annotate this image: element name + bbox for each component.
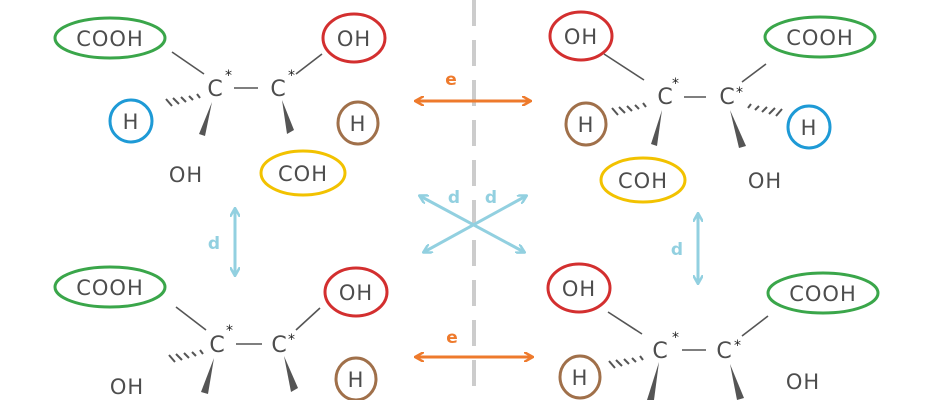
- h-label: H: [348, 368, 365, 392]
- diastereomer-label: d: [671, 240, 683, 260]
- h-ring-brown: [564, 101, 608, 147]
- molecule-top-right: OH COOH C * C * H H COH OH: [548, 10, 877, 204]
- oh-label: OH: [339, 281, 373, 305]
- diastereomer-arrow-left: d: [208, 209, 235, 275]
- coh-ring: [599, 156, 687, 204]
- carbon-label: C: [271, 333, 286, 358]
- cooh-ring: [763, 15, 877, 59]
- carbon-label: C: [719, 85, 734, 110]
- stereo-mark: *: [288, 68, 295, 84]
- oh-plain-label: OH: [786, 370, 820, 394]
- oh-plain-label: OH: [748, 169, 782, 193]
- oh-label: OH: [337, 27, 371, 51]
- oh-ring: [321, 12, 387, 64]
- cooh-label: COOH: [76, 276, 144, 300]
- cooh-label: COOH: [789, 282, 857, 306]
- h-ring-brown: [334, 356, 378, 400]
- oh-ring: [546, 262, 612, 314]
- carbon-label: C: [657, 85, 672, 110]
- cooh-label: COOH: [76, 27, 144, 51]
- oh-plain-label: OH: [110, 375, 144, 399]
- h-label: H: [578, 113, 595, 137]
- enantiomer-arrow-top: e: [416, 70, 530, 101]
- stereo-mark: *: [672, 76, 679, 92]
- molecule-bottom-left: COOH OH C * C * OH H: [53, 265, 389, 400]
- oh-label: OH: [564, 25, 598, 49]
- oh-plain-label: OH: [169, 163, 203, 187]
- molecule-bottom-right: OH COOH C * C * H OH: [546, 262, 880, 400]
- diastereomer-label: d: [485, 188, 497, 208]
- coh-ring: [259, 149, 347, 197]
- cooh-ring: [766, 271, 880, 315]
- molecule-top-left: COOH OH C * C * H H OH COH: [53, 12, 387, 197]
- cooh-ring: [53, 16, 167, 60]
- diastereomer-label: d: [448, 188, 460, 208]
- oh-label: OH: [562, 277, 596, 301]
- carbon-label: C: [270, 77, 285, 102]
- enantiomer-arrow-bottom: e: [416, 328, 532, 357]
- h-label: H: [572, 366, 589, 390]
- carbon-label: C: [209, 333, 224, 358]
- oh-ring: [323, 266, 389, 318]
- h-label: H: [350, 112, 367, 136]
- coh-label: COH: [618, 169, 668, 193]
- stereo-mark: *: [736, 85, 743, 101]
- stereo-mark: *: [672, 330, 679, 346]
- diastereomer-label: d: [208, 234, 220, 254]
- h-label: H: [123, 110, 140, 134]
- carbon-label: C: [207, 77, 222, 102]
- carbon-label: C: [652, 339, 667, 364]
- h-ring-blue: [786, 104, 832, 150]
- enantiomer-label: e: [445, 70, 457, 90]
- cooh-ring: [53, 265, 167, 309]
- h-label: H: [801, 116, 818, 140]
- stereo-mark: *: [288, 332, 295, 348]
- coh-label: COH: [278, 162, 328, 186]
- stereo-mark: *: [734, 338, 741, 354]
- carbon-label: C: [716, 339, 731, 364]
- diastereomer-cross-arrows: d d: [420, 188, 526, 252]
- h-ring-brown: [336, 100, 380, 146]
- diastereomer-arrow-right: d: [671, 214, 698, 283]
- oh-ring: [548, 10, 614, 62]
- stereo-mark: *: [226, 323, 233, 339]
- cooh-label: COOH: [786, 26, 854, 50]
- enantiomer-label: e: [446, 328, 458, 348]
- h-ring-brown: [558, 354, 602, 400]
- h-ring-blue: [108, 98, 154, 144]
- stereo-mark: *: [225, 68, 232, 84]
